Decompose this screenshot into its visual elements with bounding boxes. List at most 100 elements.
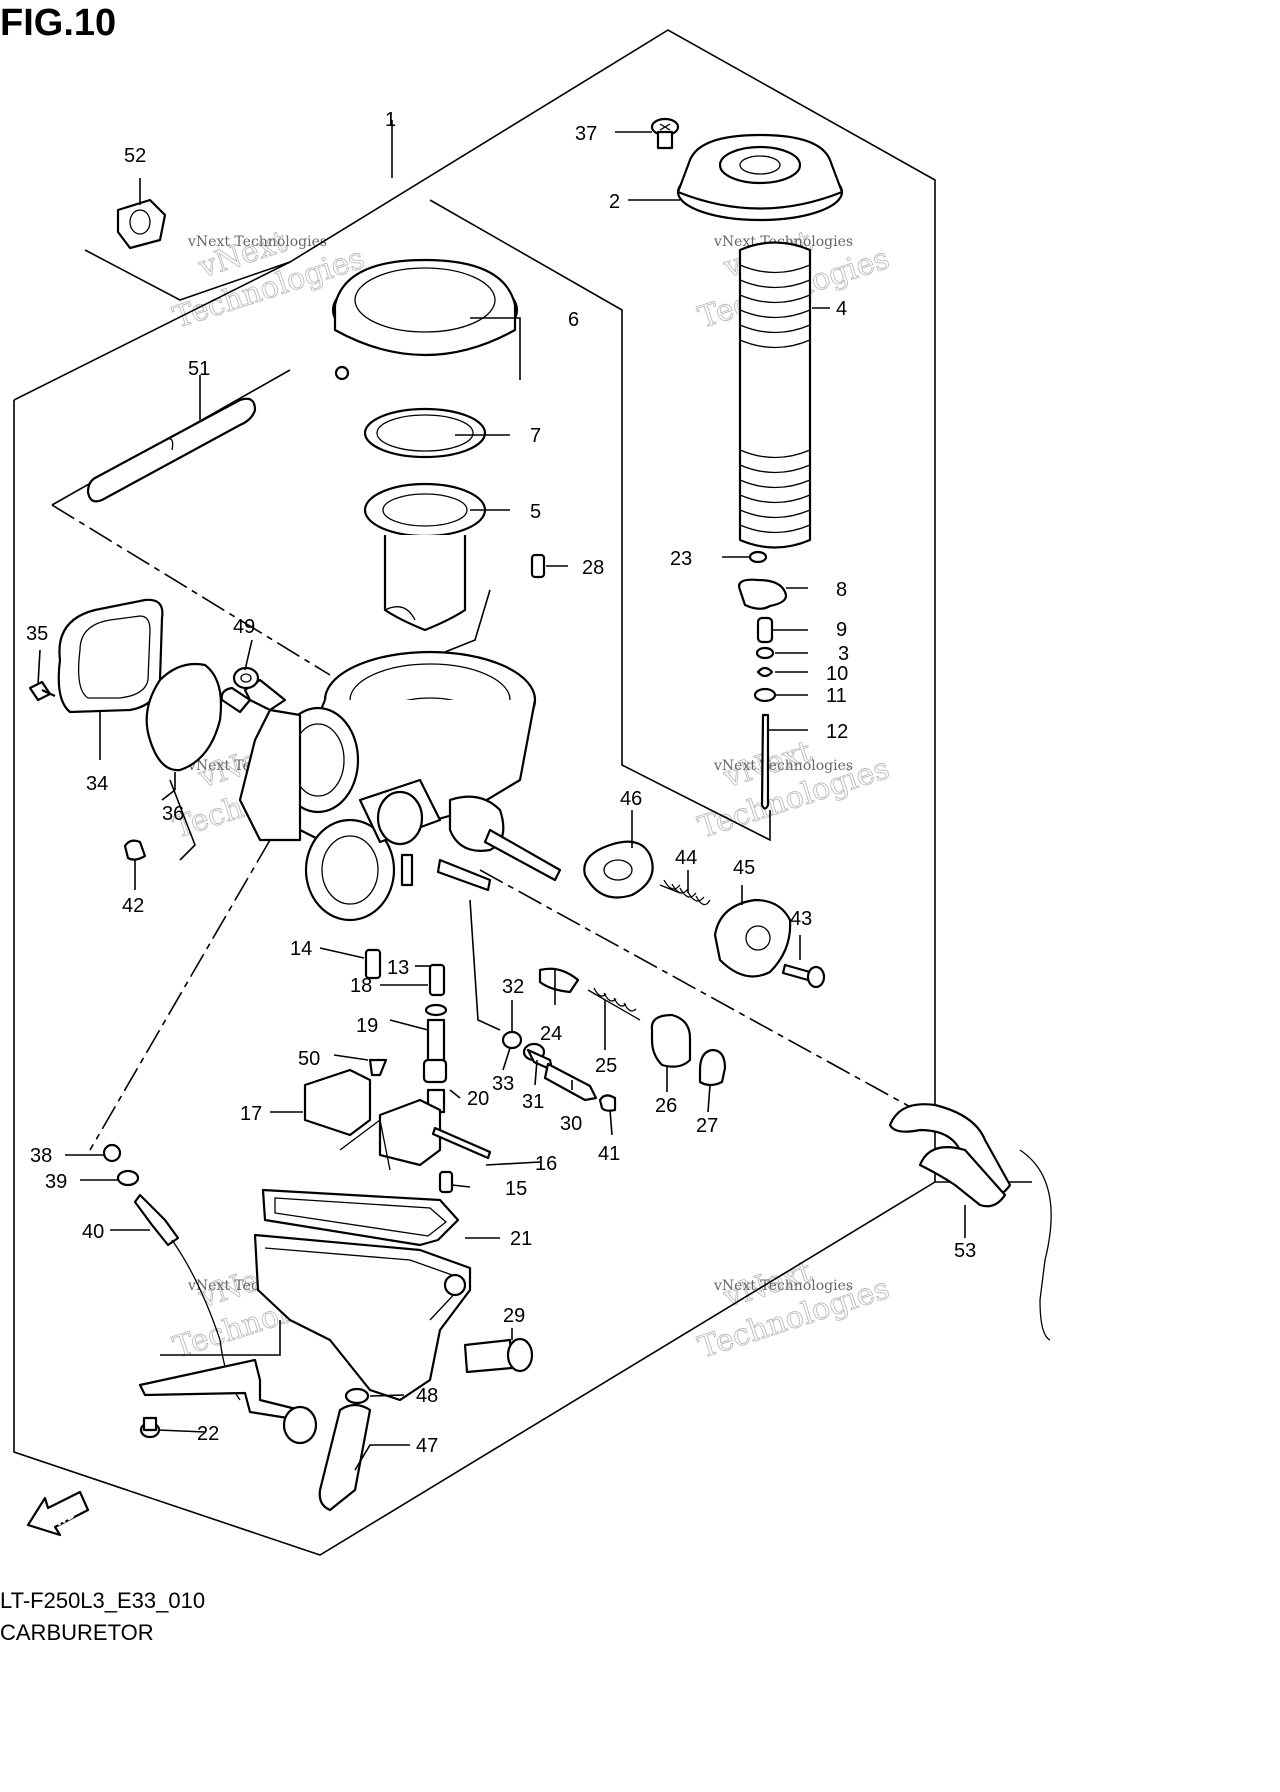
callout-7: 7 xyxy=(530,425,541,447)
washer-part xyxy=(232,666,260,690)
callout-1: 1 xyxy=(385,109,396,131)
callout-9: 9 xyxy=(836,619,847,641)
leader-lines xyxy=(37,120,966,1471)
callout-42: 42 xyxy=(122,895,144,917)
callout-50: 50 xyxy=(298,1048,320,1070)
o-ring-part xyxy=(145,662,223,772)
cap-screw-part xyxy=(650,117,680,150)
callout-32: 32 xyxy=(502,976,524,998)
bracket-screw-part xyxy=(139,1416,161,1439)
float-part xyxy=(303,1068,442,1171)
piston-part xyxy=(363,482,487,632)
callout-29: 29 xyxy=(503,1305,525,1327)
callout-17: 17 xyxy=(240,1103,262,1125)
hose-clamp-part xyxy=(123,839,147,861)
callout-25: 25 xyxy=(595,1055,617,1077)
callout-38: 38 xyxy=(30,1145,52,1167)
callout-6: 6 xyxy=(568,309,579,331)
nut-part xyxy=(116,198,167,250)
callout-20: 20 xyxy=(467,1088,489,1110)
gasket-bolt-part xyxy=(28,680,56,702)
callout-4: 4 xyxy=(836,298,847,320)
callout-41: 41 xyxy=(598,1143,620,1165)
callout-3: 3 xyxy=(838,643,849,665)
callout-14: 14 xyxy=(290,938,312,960)
choke-housing-part xyxy=(713,898,792,978)
float-pin-part xyxy=(431,1126,492,1160)
watermark-small-1: vNext Technologies xyxy=(187,234,327,250)
callout-47: 47 xyxy=(416,1435,438,1457)
sub-outline-idle xyxy=(89,839,271,1151)
callout-35: 35 xyxy=(26,623,48,645)
callout-46: 46 xyxy=(620,788,642,810)
needle-assembly-parts xyxy=(738,550,788,810)
callout-23: 23 xyxy=(670,548,692,570)
callout-21: 21 xyxy=(510,1228,532,1250)
plunger-parts xyxy=(538,967,727,1112)
callout-45: 45 xyxy=(733,857,755,879)
callout-5: 5 xyxy=(530,501,541,523)
float-screw-part xyxy=(438,1170,454,1194)
callout-2: 2 xyxy=(609,191,620,213)
throttle-cable-parts xyxy=(102,1143,241,1401)
callout-10: 10 xyxy=(826,663,848,685)
callout-28: 28 xyxy=(582,557,604,579)
callout-16: 16 xyxy=(535,1153,557,1175)
callout-31: 31 xyxy=(522,1091,544,1113)
model-code: LT-F250L3_E33_010 xyxy=(0,1588,206,1613)
vent-hose-part xyxy=(86,397,257,503)
ring-part xyxy=(363,407,487,459)
figure-name: CARBURETOR xyxy=(0,1620,154,1645)
callout-37: 37 xyxy=(575,123,597,145)
sub-outline-jets xyxy=(469,899,501,1031)
callout-8: 8 xyxy=(836,579,847,601)
callout-18: 18 xyxy=(350,975,372,997)
callout-34: 34 xyxy=(86,773,108,795)
callout-36: 36 xyxy=(162,803,184,825)
sub-outline-upper xyxy=(429,199,771,842)
diaphragm-part xyxy=(331,258,519,381)
drain-screw-part xyxy=(463,1337,534,1374)
fwd-arrow-icon: FWD xyxy=(26,1490,90,1537)
drain-clip-part xyxy=(344,1387,370,1405)
jet-parts xyxy=(364,948,448,1114)
carburetor-body-part xyxy=(220,650,562,922)
callout-44: 44 xyxy=(675,847,697,869)
idle-screw-parts xyxy=(501,1030,598,1102)
callout-49: 49 xyxy=(233,616,255,638)
sub-outline-top xyxy=(84,249,291,301)
callout-13: 13 xyxy=(387,957,409,979)
top-cap-part xyxy=(676,133,844,222)
callout-11: 11 xyxy=(826,685,847,707)
callout-33: 33 xyxy=(492,1073,514,1095)
sub-outline-main xyxy=(479,869,926,1116)
sub-outline-drain xyxy=(160,1320,281,1356)
callout-22: 22 xyxy=(197,1423,219,1445)
float-bowl-part xyxy=(253,1188,472,1402)
callout-52: 52 xyxy=(124,145,146,167)
callout-24: 24 xyxy=(540,1023,562,1045)
callout-39: 39 xyxy=(45,1171,67,1193)
gasket-part xyxy=(57,598,164,714)
overflow-hose-part xyxy=(888,1103,1052,1341)
watermark-small-3: vNext Technologies xyxy=(713,758,853,774)
callout-43: 43 xyxy=(790,908,812,930)
choke-bolt-part xyxy=(781,963,826,989)
callout-12: 12 xyxy=(826,721,848,743)
callout-40: 40 xyxy=(82,1221,104,1243)
callout-15: 15 xyxy=(505,1178,527,1200)
callout-51: 51 xyxy=(188,358,210,380)
bracket-part xyxy=(138,1358,318,1445)
throttle-spring-part xyxy=(738,241,812,549)
drain-hose-part xyxy=(318,1403,372,1512)
watermark-small-6: vNext Technologies xyxy=(713,1278,853,1294)
pilot-screw-part xyxy=(530,553,546,579)
callout-19: 19 xyxy=(356,1015,378,1037)
callout-26: 26 xyxy=(655,1095,677,1117)
figure-title: FIG.10 xyxy=(0,2,117,44)
choke-spring-part xyxy=(659,879,711,906)
callout-48: 48 xyxy=(416,1385,438,1407)
sub-outline-dash-left xyxy=(51,504,331,676)
callout-labels: 1 2 3 4 5 6 7 8 9 10 11 12 13 14 15 16 1… xyxy=(26,109,976,1457)
